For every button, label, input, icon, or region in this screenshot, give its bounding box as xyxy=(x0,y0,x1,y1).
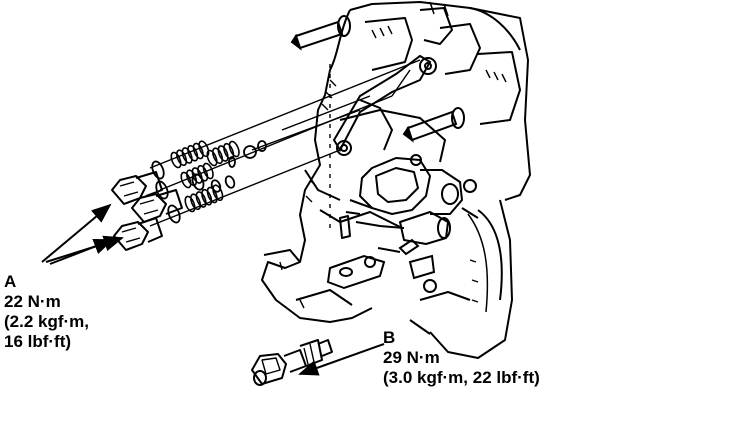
callout-b-torque-imperial: (3.0 kgf·m, 22 lbf·ft) xyxy=(383,368,540,387)
sealing-bolts-a xyxy=(111,171,183,251)
callout-arrow-b xyxy=(298,343,385,376)
callout-a-torque-kgf: (2.2 kgf·m, xyxy=(4,312,90,331)
callout-label-a: A 22 N·m (2.2 kgf·m, 16 lbf·ft) xyxy=(4,272,89,352)
callout-b-torque-nm: 29 N·m xyxy=(383,348,440,367)
temperature-sensor-b xyxy=(251,339,333,386)
callout-a-letter: A xyxy=(4,272,17,291)
bracket xyxy=(332,54,437,156)
solenoid-valve-assembly xyxy=(339,154,479,245)
sealing-washers xyxy=(151,140,267,224)
callout-a-torque-lbf: 16 lbf·ft) xyxy=(4,332,72,351)
mounting-studs xyxy=(290,15,465,143)
callout-a-torque-nm: 22 N·m xyxy=(4,292,61,311)
callout-b-letter: B xyxy=(383,328,396,347)
connector-bracket xyxy=(326,238,437,293)
callout-arrows-a xyxy=(41,203,124,265)
callout-label-b: B 29 N·m (3.0 kgf·m, 22 lbf·ft) xyxy=(383,328,540,388)
housing-shading xyxy=(279,25,507,309)
